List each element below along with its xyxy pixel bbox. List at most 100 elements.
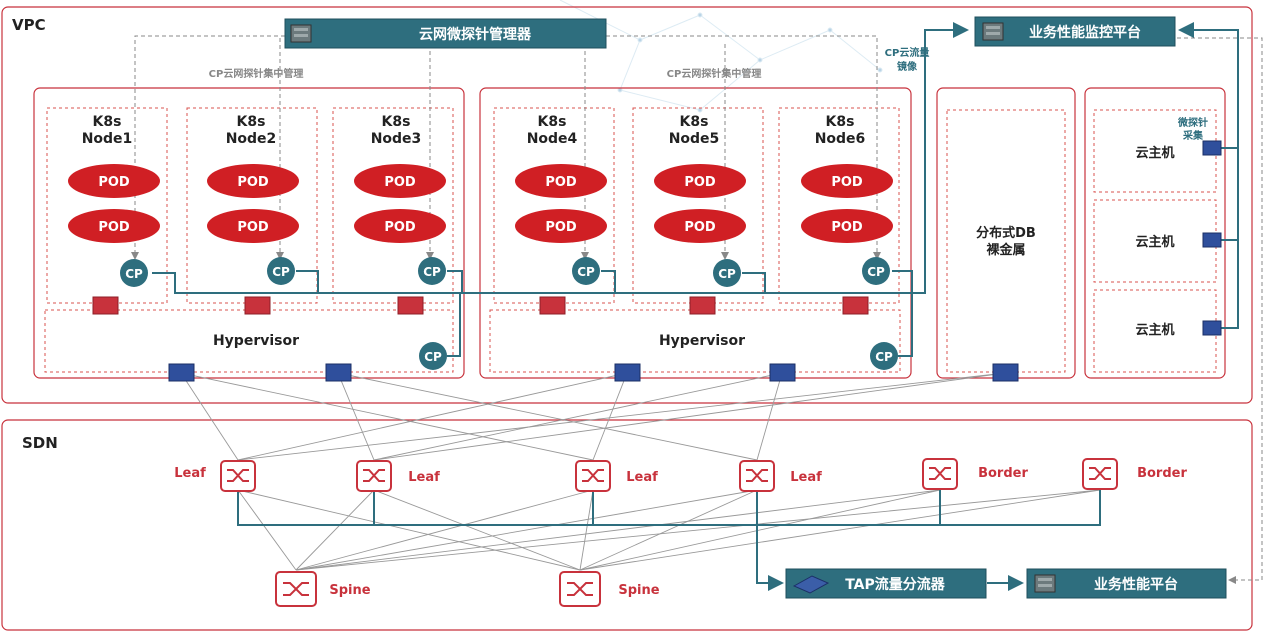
cp-probe[interactable]	[862, 257, 890, 285]
cp-label: CP	[424, 350, 442, 364]
switch-border-1[interactable]: Border	[922, 458, 1028, 490]
switch-leaf-3[interactable]: Leaf	[575, 460, 658, 492]
cp-probe[interactable]	[418, 257, 446, 285]
node-label-line1: K8s	[538, 114, 567, 130]
pod-label: POD	[831, 220, 863, 235]
switch-icon	[567, 582, 593, 596]
switch-leaf-2[interactable]: Leaf	[356, 460, 440, 492]
switch-icon	[929, 467, 951, 480]
node-label-line2: Node4	[527, 131, 578, 147]
sdn-title: SDN	[22, 434, 58, 452]
cp-probe-hypervisor-left[interactable]	[419, 342, 447, 370]
cp-label: CP	[718, 267, 736, 281]
server-icon	[290, 24, 312, 43]
switch-label: Leaf	[408, 470, 440, 485]
k8s-node-1[interactable]: K8s Node1 POD POD CP	[68, 114, 160, 287]
cp-probe[interactable]	[267, 257, 295, 285]
switch-icon	[227, 469, 249, 482]
cp-probe-hypervisor-right[interactable]	[870, 342, 898, 370]
pod[interactable]	[801, 209, 893, 243]
node-label-line2: Node3	[371, 131, 422, 147]
uplink-ports	[168, 140, 1222, 382]
pod[interactable]	[515, 164, 607, 198]
cp-label: CP	[577, 265, 595, 279]
performance-monitor-box[interactable]: 业务性能监控平台	[974, 16, 1176, 47]
pod-label: POD	[545, 220, 577, 235]
k8s-node-4[interactable]: K8s Node4 POD POD CP	[515, 114, 607, 285]
pod[interactable]	[515, 209, 607, 243]
group-frame-left	[33, 87, 465, 379]
manager-label: 云网微探针管理器	[419, 26, 532, 43]
k8s-node-2[interactable]: K8s Node2 POD POD CP	[207, 114, 299, 285]
switch-border-2[interactable]: Border	[1082, 458, 1187, 490]
vpc-title: VPC	[12, 16, 46, 34]
switch-leaf-1[interactable]: Leaf	[174, 460, 256, 492]
pod[interactable]	[68, 164, 160, 198]
switch-spine-1[interactable]: Spine	[275, 571, 371, 607]
sdn-frame	[1, 419, 1253, 631]
cp-label: CP	[272, 265, 290, 279]
pod[interactable]	[654, 209, 746, 243]
switch-icon	[363, 469, 385, 482]
tap-label: TAP流量分流器	[845, 576, 946, 593]
central-mgmt-label-right: CP云网探针集中管理	[667, 67, 762, 80]
cp-label: CP	[423, 265, 441, 279]
pod-label: POD	[384, 220, 416, 235]
cp-probe[interactable]	[572, 257, 600, 285]
sdn-mesh-lines	[180, 372, 1101, 571]
switch-leaf-4[interactable]: Leaf	[739, 460, 822, 492]
traffic-flow-lines	[152, 22, 1239, 591]
switch-spine-2[interactable]: Spine	[559, 571, 660, 607]
switch-icon	[746, 469, 768, 482]
node-ports	[92, 296, 869, 315]
cp-probe[interactable]	[120, 259, 148, 287]
node-label-line1: K8s	[93, 114, 122, 130]
performance-platform-box[interactable]: 业务性能平台	[1026, 568, 1227, 599]
cp-probe[interactable]	[713, 259, 741, 287]
k8s-node-6[interactable]: K8s Node6 POD POD CP	[801, 114, 893, 285]
pod[interactable]	[801, 164, 893, 198]
background-network-decoration	[559, 0, 883, 113]
pod[interactable]	[654, 164, 746, 198]
k8s-node-3[interactable]: K8s Node3 POD POD CP	[354, 114, 446, 285]
pod[interactable]	[207, 209, 299, 243]
pod[interactable]	[207, 164, 299, 198]
host-1-label: 云主机	[1135, 145, 1174, 161]
node-label-line1: K8s	[680, 114, 709, 130]
cp-label: CP	[867, 265, 885, 279]
switch-icon	[283, 582, 309, 596]
switch-icon	[1089, 467, 1111, 480]
db-label-line2: 裸金属	[986, 242, 1025, 258]
pod-label: POD	[237, 175, 269, 190]
pod[interactable]	[354, 209, 446, 243]
spine-label: Spine	[329, 583, 370, 598]
switch-label: Leaf	[174, 466, 206, 481]
probe-manager-box[interactable]: 云网微探针管理器	[284, 18, 607, 49]
tap-device-icon	[792, 575, 830, 594]
hypervisor-left-label: Hypervisor	[213, 333, 299, 349]
switch-label: Border	[1137, 466, 1187, 481]
tap-traffic-splitter-box[interactable]: TAP流量分流器	[785, 568, 987, 599]
monitor-label: 业务性能监控平台	[1029, 24, 1141, 41]
micro-probe-label-line2: 采集	[1182, 129, 1204, 142]
cp-label: CP	[125, 267, 143, 281]
node-label-line1: K8s	[382, 114, 411, 130]
vpc-frame	[1, 6, 1253, 404]
pod[interactable]	[68, 209, 160, 243]
central-mgmt-label-left: CP云网探针集中管理	[209, 67, 304, 80]
pod-label: POD	[98, 175, 130, 190]
pod-label: POD	[237, 220, 269, 235]
host-2-label: 云主机	[1135, 234, 1174, 250]
pod[interactable]	[354, 164, 446, 198]
switch-label: Leaf	[626, 470, 658, 485]
node-label-line1: K8s	[826, 114, 855, 130]
node-label-line2: Node5	[669, 131, 720, 147]
switch-label: Leaf	[790, 470, 822, 485]
server-icon	[982, 22, 1004, 41]
host-3-label: 云主机	[1135, 322, 1174, 338]
pod-label: POD	[545, 175, 577, 190]
hypervisor-right-label: Hypervisor	[659, 333, 745, 349]
k8s-node-5[interactable]: K8s Node5 POD POD CP	[654, 114, 746, 287]
pod-label: POD	[98, 220, 130, 235]
